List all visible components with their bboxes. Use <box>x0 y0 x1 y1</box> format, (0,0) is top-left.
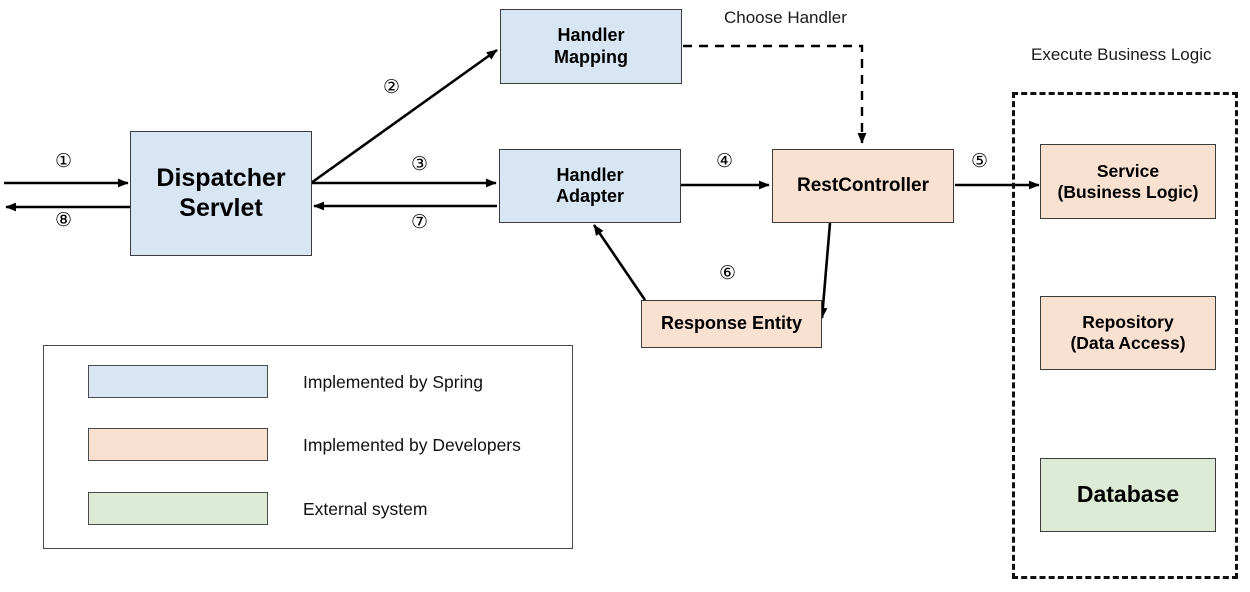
legend-label-1: Implemented by Developers <box>303 435 521 455</box>
node-rest-controller[interactable]: RestController <box>772 149 954 223</box>
node-handler-adapter-line2: Adapter <box>555 186 624 206</box>
node-repository-line1: Repository <box>1082 312 1174 333</box>
node-repository-line2: (Data Access) <box>1070 333 1186 353</box>
node-response-entity-line1: Response Entity <box>660 313 803 334</box>
edge-label-step-5: ⑤ <box>971 151 989 172</box>
node-database[interactable]: Database <box>1040 458 1216 532</box>
legend-swatch-0 <box>88 365 268 398</box>
edge-label-step-2: ② <box>383 77 401 98</box>
node-handler-mapping[interactable]: Handler Mapping <box>500 9 682 84</box>
node-service[interactable]: Service (Business Logic) <box>1040 144 1216 219</box>
node-repository[interactable]: Repository (Data Access) <box>1040 296 1216 370</box>
edge-label-step-7: ⑦ <box>411 212 429 233</box>
node-dispatcher-servlet[interactable]: Dispatcher Servlet <box>130 131 312 256</box>
edge-label-step-8: ⑧ <box>55 210 73 231</box>
arrow-step-6 <box>592 224 647 301</box>
execute-business-logic-label: Execute Business Logic <box>1031 45 1212 64</box>
edge-label-step-6: ⑥ <box>719 263 737 284</box>
execute-business-logic-group <box>1012 92 1238 579</box>
node-handler-mapping-line2: Mapping <box>554 46 628 67</box>
node-handler-adapter[interactable]: Handler Adapter <box>499 149 681 223</box>
dashed-choose-handler-path <box>683 44 867 144</box>
legend-swatch-1 <box>88 428 268 461</box>
node-dispatcher-servlet-line2: Servlet <box>179 193 263 222</box>
node-rest-controller-line1: RestController <box>797 174 929 196</box>
legend-swatch-2 <box>88 492 268 525</box>
node-service-line1: Service <box>1096 160 1160 181</box>
node-response-entity[interactable]: Response Entity <box>641 300 822 348</box>
node-database-line1: Database <box>1076 481 1180 508</box>
legend-label-0: Implemented by Spring <box>303 372 483 392</box>
legend-label-2: External system <box>303 499 428 519</box>
node-service-line2: (Business Logic) <box>1057 181 1199 202</box>
choose-handler-label: Choose Handler <box>724 8 847 27</box>
edge-label-step-1: ① <box>55 151 73 172</box>
arrow-controller-to-response-entity <box>818 222 832 319</box>
edge-label-step-4: ④ <box>716 151 734 172</box>
node-handler-adapter-line1: Handler <box>556 164 624 185</box>
edge-label-step-3: ③ <box>411 154 429 175</box>
node-handler-mapping-line1: Handler <box>557 25 625 46</box>
node-dispatcher-servlet-line1: Dispatcher <box>156 164 286 192</box>
arrow-step-2 <box>310 48 498 185</box>
